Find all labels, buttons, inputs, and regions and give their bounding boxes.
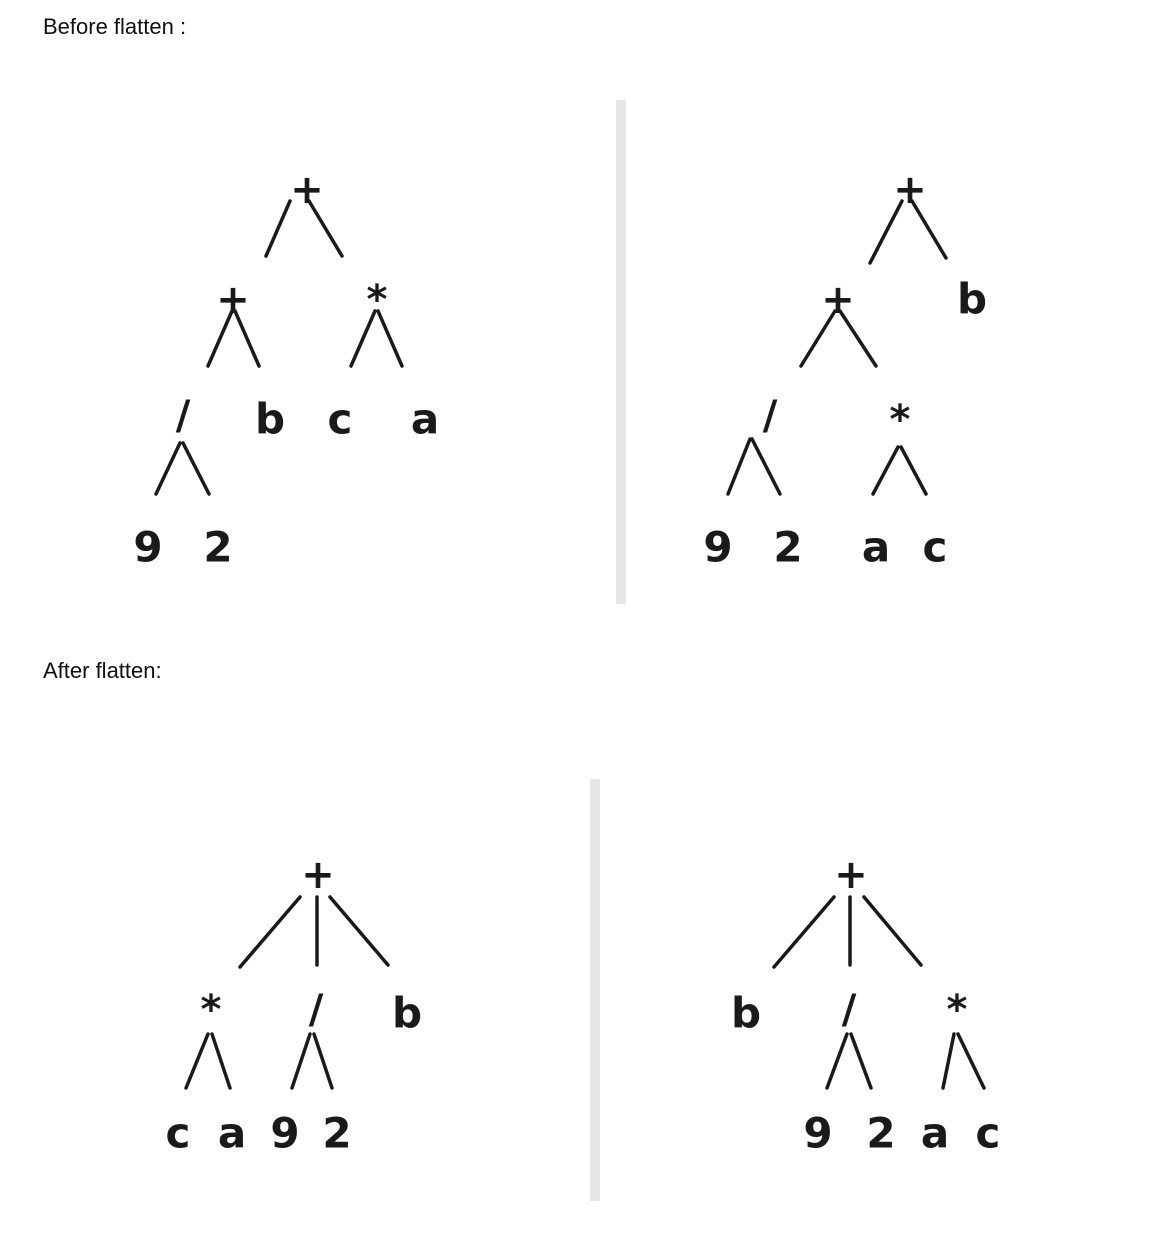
tree-edge xyxy=(899,445,928,496)
operator-node: * xyxy=(947,987,968,1033)
tree-edge xyxy=(956,1032,986,1090)
tree-edge xyxy=(849,1032,873,1090)
tree-edge xyxy=(910,199,948,260)
tree-edge xyxy=(184,1032,210,1090)
leaf-node: b xyxy=(392,989,422,1038)
leaf-node: 2 xyxy=(322,1109,351,1158)
leaf-node: 9 xyxy=(703,523,732,572)
leaf-node: a xyxy=(921,1109,949,1158)
tree-edge xyxy=(941,1032,956,1090)
tree-edge xyxy=(862,895,923,967)
tree-edge xyxy=(376,309,404,368)
leaf-node: 2 xyxy=(866,1109,895,1158)
bottom-divider xyxy=(590,779,600,1201)
operator-node: / xyxy=(763,393,778,439)
leaf-node: c xyxy=(166,1109,191,1158)
leaf-node: c xyxy=(923,523,948,572)
tree-edge xyxy=(210,1032,232,1090)
leaf-node: 9 xyxy=(803,1109,832,1158)
operator-node: + xyxy=(893,167,927,213)
leaf-node: 9 xyxy=(270,1109,299,1158)
after-flatten-label: After flatten: xyxy=(43,658,162,683)
tree-edge xyxy=(799,309,837,368)
tree-edge xyxy=(238,895,302,969)
tree-edge xyxy=(233,309,261,368)
tree-edge xyxy=(290,1032,312,1090)
operator-node: + xyxy=(821,277,855,323)
tree-edge xyxy=(750,437,782,496)
leaf-node: a xyxy=(218,1109,246,1158)
operator-node: * xyxy=(201,987,222,1033)
tree-edge xyxy=(307,199,344,258)
tree-edge xyxy=(154,441,182,496)
leaf-node: 2 xyxy=(773,523,802,572)
leaf-node: c xyxy=(976,1109,1001,1158)
tree-edge xyxy=(349,309,377,368)
leaf-node: 2 xyxy=(203,523,232,572)
leaf-node: b xyxy=(957,275,987,324)
tree-edge xyxy=(328,895,390,967)
tree-edge xyxy=(871,445,900,496)
tree-edge xyxy=(825,1032,849,1090)
leaf-node: b xyxy=(255,395,285,444)
operator-node: + xyxy=(301,852,335,898)
leaf-node: 9 xyxy=(133,523,162,572)
operator-node: / xyxy=(842,987,857,1033)
before-flatten-label: Before flatten : xyxy=(43,14,187,39)
tree-edge xyxy=(838,309,878,368)
tree-edge xyxy=(206,309,234,368)
operator-node: / xyxy=(176,393,191,439)
operator-node: / xyxy=(309,987,324,1033)
operator-node: + xyxy=(290,167,324,213)
leaf-node: b xyxy=(731,989,761,1038)
operator-node: + xyxy=(834,852,868,898)
operator-node: + xyxy=(216,277,250,323)
tree-edge xyxy=(726,437,752,496)
tree-edge xyxy=(181,441,211,496)
tree-edge xyxy=(868,199,904,265)
leaf-node: a xyxy=(411,395,439,444)
leaf-node: a xyxy=(862,523,890,572)
top-divider xyxy=(616,100,626,604)
tree-edge xyxy=(264,199,292,258)
leaf-node: c xyxy=(328,395,353,444)
operator-node: * xyxy=(890,397,911,443)
operator-node: * xyxy=(367,277,388,323)
tree-edge xyxy=(772,895,836,969)
tree-edge xyxy=(312,1032,334,1090)
